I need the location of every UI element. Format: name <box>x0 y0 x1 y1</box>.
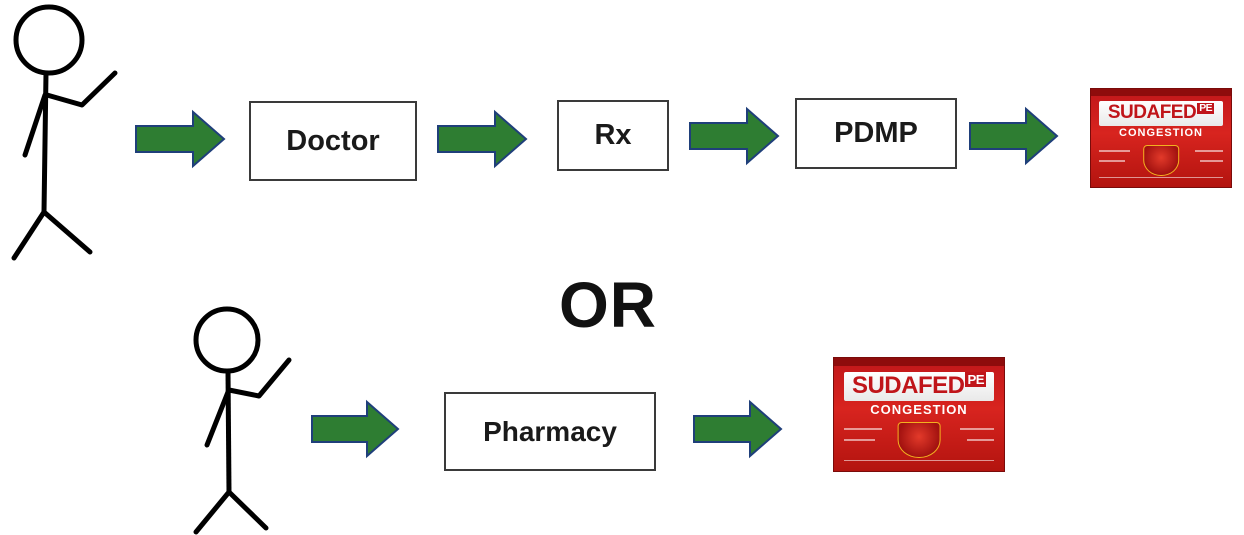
rx-box: Rx <box>557 100 669 171</box>
shield-icon <box>897 422 941 459</box>
pdmp-box: PDMP <box>795 98 957 169</box>
pharmacy-label: Pharmacy <box>483 415 617 447</box>
person-figure-top <box>11 4 118 261</box>
arrow-1 <box>135 109 226 169</box>
arrow-6 <box>693 399 783 459</box>
or-separator: OR <box>559 269 657 341</box>
pharmacy-box: Pharmacy <box>444 392 656 471</box>
product-subline: CONGESTION <box>1119 127 1203 140</box>
rx-label: Rx <box>594 119 632 151</box>
person-figure-bottom <box>193 306 292 535</box>
doctor-label: Doctor <box>286 124 380 157</box>
product-subline: CONGESTION <box>870 402 968 418</box>
shield-icon <box>1143 144 1179 177</box>
pdmp-label: PDMP <box>834 117 918 149</box>
arrow-4 <box>969 106 1059 166</box>
arrow-5 <box>311 399 400 459</box>
arrow-3 <box>689 106 780 166</box>
doctor-box: Doctor <box>249 101 417 181</box>
arrow-2 <box>437 109 528 169</box>
